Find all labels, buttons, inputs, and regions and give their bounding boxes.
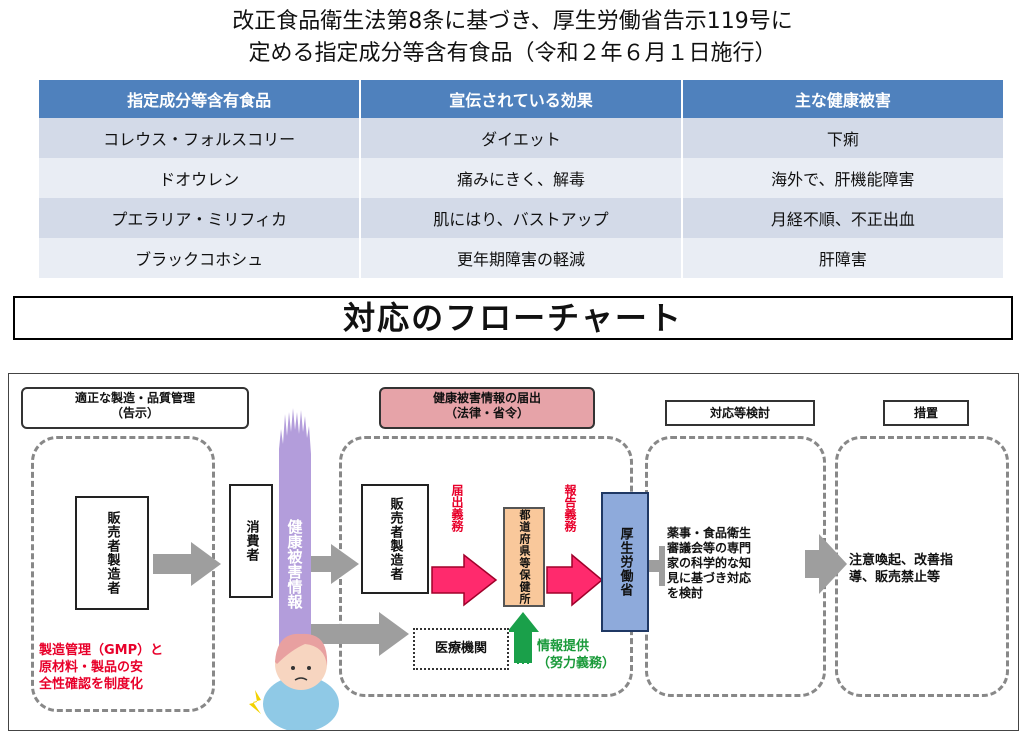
grey-arrow-4 <box>649 546 665 586</box>
seller-manufacturer-box-right: 販売者製造者 <box>361 484 429 594</box>
table-cell: プエラリア・ミリフィカ <box>39 198 361 238</box>
table-row: ブラックコホシュ 更年期障害の軽減 肝障害 <box>39 238 1003 278</box>
table-cell: 肝障害 <box>680 238 1003 278</box>
title-line-1: 改正食品衛生法第8条に基づき、厚生労働省告示119号に <box>232 9 793 34</box>
table-cell: ドオウレン <box>39 158 361 198</box>
grey-arrow-2 <box>307 544 359 584</box>
red-arrow-2 <box>546 553 604 607</box>
seller-manufacturer-box-left: 販売者製造者 <box>75 496 149 610</box>
grey-arrow-3 <box>311 612 409 656</box>
green-arrow <box>507 612 539 664</box>
review-text: 薬事・食品衛生 審議会等の専門 家の科学的な知 見に基づき対応 を検討 <box>667 526 752 600</box>
table-cell: 痛みにきく、解毒 <box>359 158 682 198</box>
consumer-box: 消費者 <box>229 484 273 598</box>
table-cell: 肌にはり、バストアップ <box>359 198 682 238</box>
title-line-2: 定める指定成分等含有食品（令和２年６月１日施行） <box>248 41 777 66</box>
prefecture-box: 都道府県等保健所 <box>503 507 545 607</box>
table-row: ドオウレン 痛みにきく、解毒 海外で、肝機能障害 <box>39 158 1003 198</box>
table-cell: 海外で、肝機能障害 <box>680 158 1003 198</box>
medical-institution-box: 医療機関 <box>413 628 509 670</box>
column-header: 宣伝されている効果 <box>359 80 682 118</box>
mhlw-box: 厚生労働省 <box>601 492 649 632</box>
ingredient-table: 指定成分等含有食品 宣伝されている効果 主な健康被害 コレウス・フォルスコリー … <box>39 80 1003 278</box>
table-cell: ダイエット <box>359 118 682 158</box>
header-review: 対応等検討 <box>665 400 815 426</box>
health-info-bar <box>279 408 311 649</box>
duty-report-label-1: 届出義務 <box>450 484 464 532</box>
table-cell: 更年期障害の軽減 <box>359 238 682 278</box>
column-header: 指定成分等含有食品 <box>39 80 361 118</box>
table-row: コレウス・フォルスコリー ダイエット 下痢 <box>39 118 1003 158</box>
gmp-note: 製造管理（GMP）と 原材料・製品の安 全性確認を制度化 <box>39 643 164 692</box>
measures-text: 注意喚起、改善指 導、販売禁止等 <box>849 553 954 585</box>
manufacture-group <box>31 436 215 712</box>
column-header: 主な健康被害 <box>680 80 1003 118</box>
header-manufacture: 適正な製造・品質管理 （告示） <box>21 387 249 429</box>
header-measures: 措置 <box>883 400 969 426</box>
duty-report-label-2: 報告義務 <box>563 484 577 532</box>
person-illustration <box>249 633 339 730</box>
flowchart-title: 対応のフローチャート <box>13 296 1013 340</box>
flowchart-frame: 適正な製造・品質管理 （告示） 健康被害情報の届出 （法律・省令） 対応等検討 … <box>8 373 1019 731</box>
table-row: プエラリア・ミリフィカ 肌にはり、バストアップ 月経不順、不正出血 <box>39 198 1003 238</box>
table-cell: ブラックコホシュ <box>39 238 361 278</box>
table-header-row: 指定成分等含有食品 宣伝されている効果 主な健康被害 <box>39 80 1003 118</box>
health-info-label: 健康被害情報 <box>285 519 304 609</box>
header-report: 健康被害情報の届出 （法律・省令） <box>379 387 595 429</box>
grey-arrow-5 <box>805 534 847 594</box>
red-arrow-1 <box>431 553 498 607</box>
flow-arrows <box>153 408 847 730</box>
grey-arrow-1 <box>153 542 221 586</box>
table-cell: 下痢 <box>680 118 1003 158</box>
info-provision-label: 情報提供 （努力義務） <box>537 639 616 671</box>
table-cell: 月経不順、不正出血 <box>680 198 1003 238</box>
page-title: 改正食品衛生法第8条に基づき、厚生労働省告示119号に 定める指定成分等含有食品… <box>0 6 1025 70</box>
table-cell: コレウス・フォルスコリー <box>39 118 361 158</box>
